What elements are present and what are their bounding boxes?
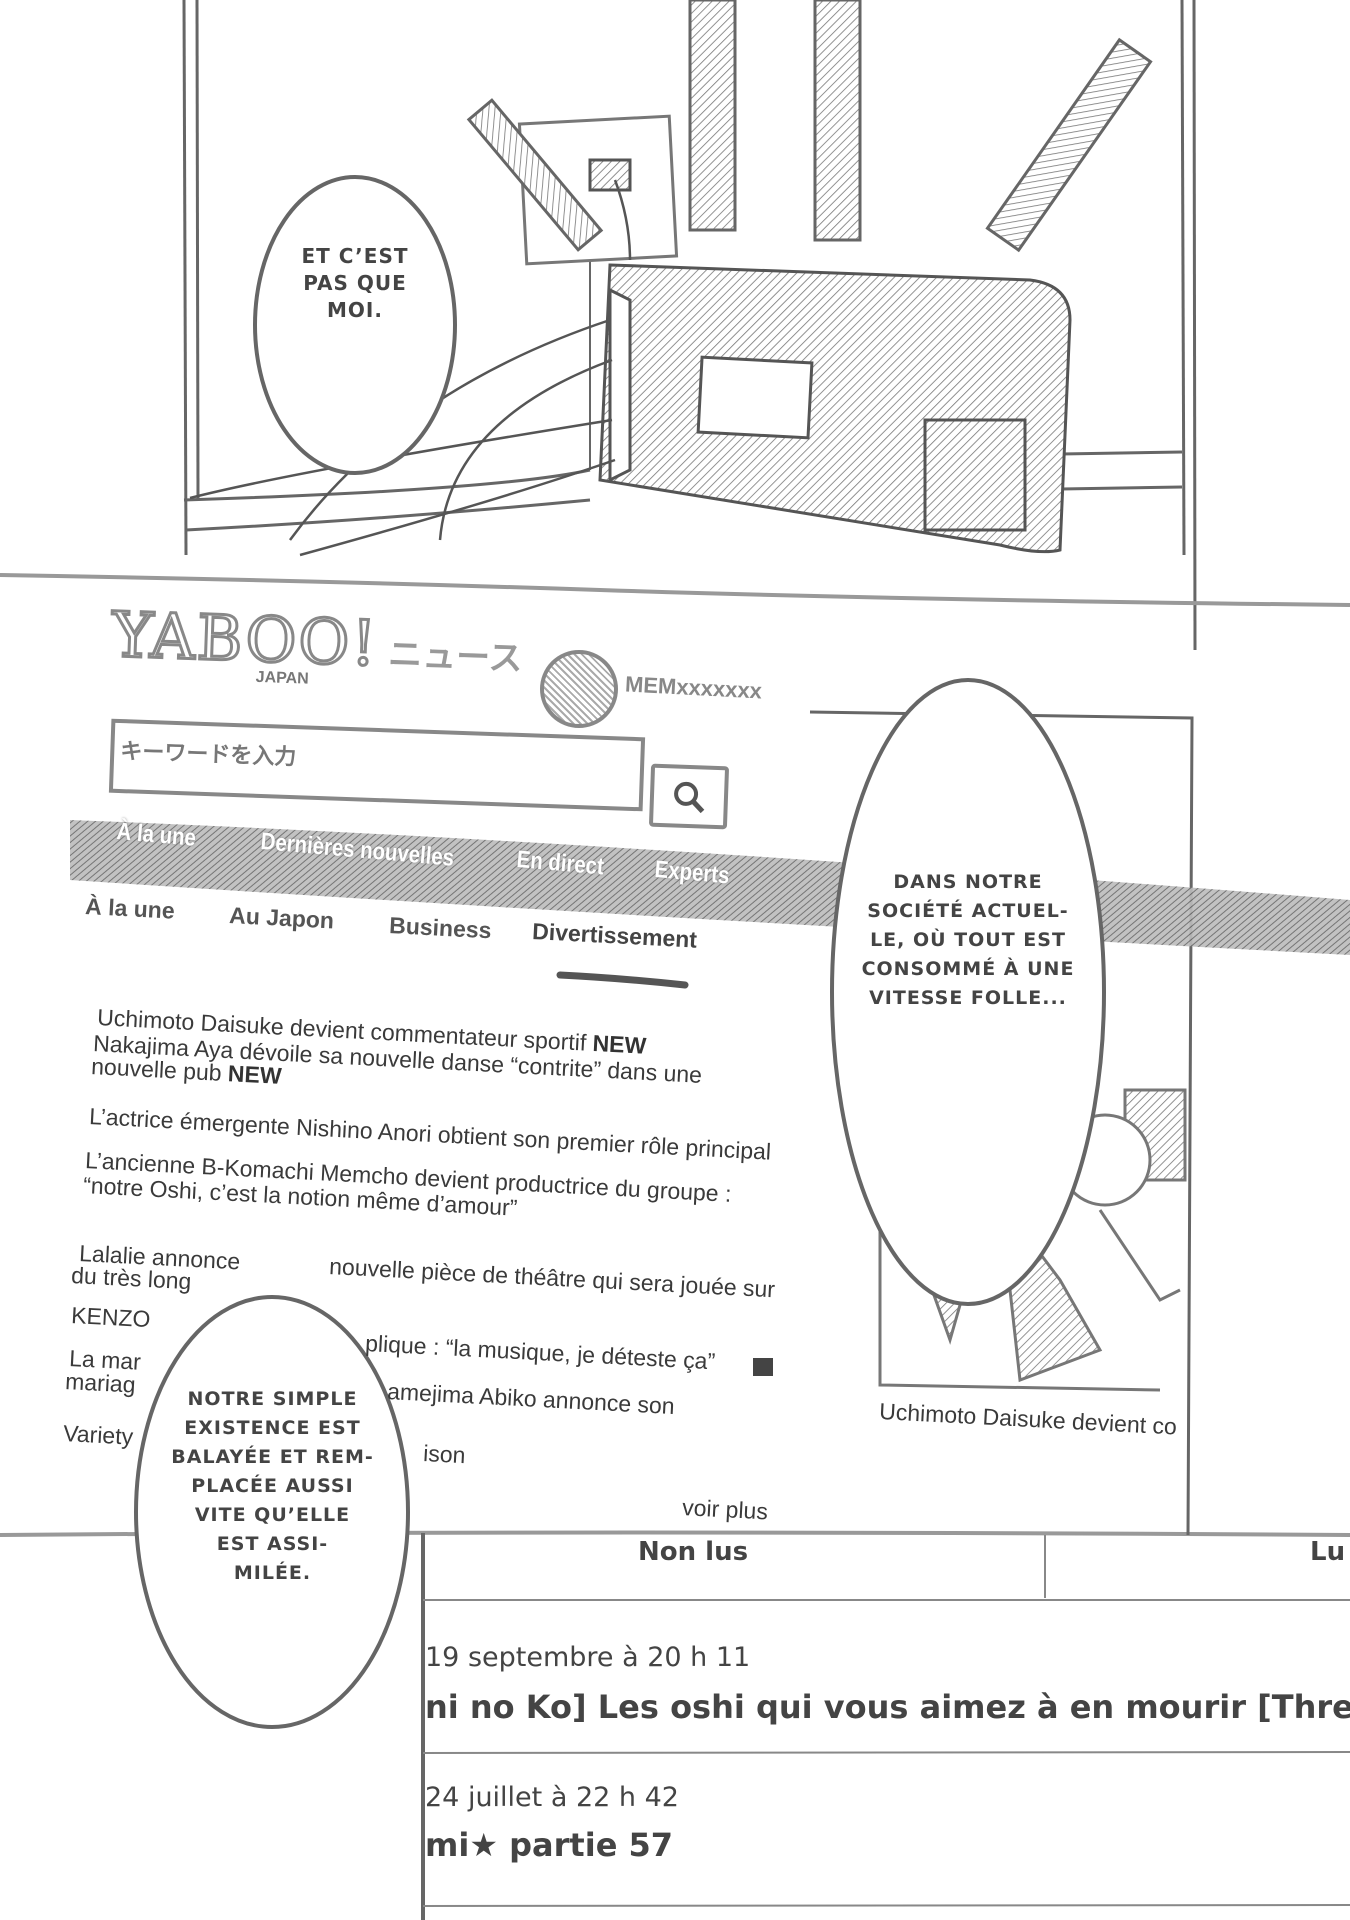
user-avatar[interactable] bbox=[540, 650, 618, 728]
tab-lu[interactable]: Lu bbox=[1310, 1537, 1346, 1567]
headline-8-right[interactable]: ison bbox=[422, 1440, 467, 1469]
search-icon bbox=[674, 781, 705, 813]
new-badge: NEW bbox=[591, 1029, 647, 1059]
router-display bbox=[696, 355, 814, 440]
top-panel-frame bbox=[182, 0, 1197, 651]
tab-non-lus[interactable]: Non lus bbox=[638, 1537, 749, 1567]
speech-bubble-right bbox=[830, 678, 1106, 1306]
panel-divider bbox=[0, 573, 1350, 607]
tab-au-japon[interactable]: Au Japon bbox=[228, 902, 335, 934]
active-tab-underline bbox=[556, 971, 689, 989]
search-button[interactable] bbox=[648, 763, 730, 830]
tab-business[interactable]: Business bbox=[388, 912, 493, 944]
speech-bubble-top bbox=[253, 175, 457, 475]
tab-a-la-une[interactable]: À la une bbox=[84, 893, 176, 924]
router-ports bbox=[608, 287, 632, 483]
new-badge: NEW bbox=[227, 1060, 283, 1089]
bubble-top-text: Et c’est pas que moi. bbox=[301, 244, 409, 322]
thread-1-date: 19 septembre à 20 h 11 bbox=[425, 1642, 751, 1673]
headline-7-cont[interactable]: mariag bbox=[64, 1368, 137, 1398]
speech-bubble-left bbox=[134, 1295, 410, 1729]
thread-1-title[interactable]: ni no Ko] Les oshi qui vous aimez à en m… bbox=[425, 1688, 1350, 1726]
thread-2-date: 24 juillet à 22 h 42 bbox=[425, 1782, 679, 1813]
search-box-outline bbox=[108, 718, 646, 812]
router-antennas bbox=[466, 0, 1153, 253]
video-icon bbox=[753, 1358, 773, 1376]
bubble-left-text: Notre simple existence est balayée et re… bbox=[171, 1388, 374, 1584]
headline-6[interactable]: KENZO bbox=[70, 1302, 152, 1333]
bubble-right-text: Dans notre société actuel- le, où tout e… bbox=[861, 871, 1075, 1009]
forum-panel-frame bbox=[421, 1533, 1350, 1920]
router-label bbox=[923, 418, 1027, 532]
thread-2-title[interactable]: mi★ partie 57 bbox=[425, 1826, 674, 1864]
yaboo-logo[interactable]: YABOO! ニュース JAPAN bbox=[109, 596, 524, 688]
headline-8[interactable]: Variety bbox=[62, 1420, 134, 1450]
voir-plus-link[interactable]: voir plus bbox=[681, 1494, 769, 1525]
